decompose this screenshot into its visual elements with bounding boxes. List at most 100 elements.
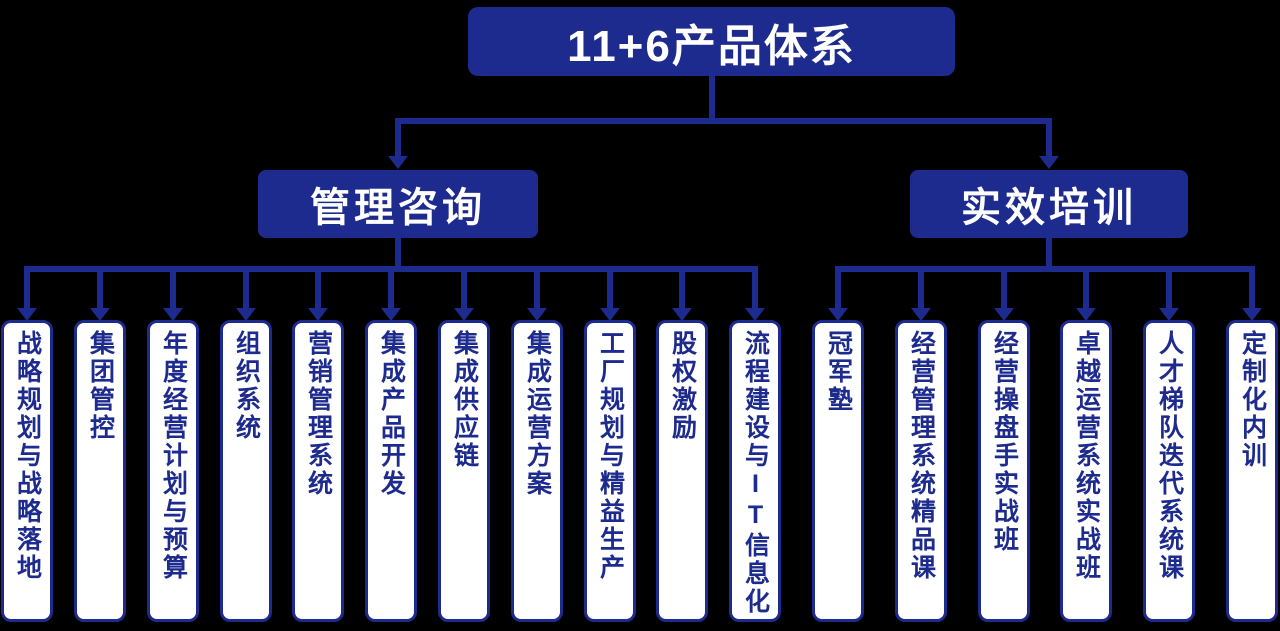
arrow-leaf bbox=[1242, 308, 1262, 321]
arrow-leaf bbox=[745, 308, 765, 321]
arrow-leaf bbox=[454, 308, 474, 321]
leaf-label: 组织系统 bbox=[232, 330, 261, 442]
branch-label-training: 实效培训 bbox=[961, 186, 1137, 230]
connector-leaf-stem bbox=[1083, 266, 1089, 310]
arrow-leaf bbox=[600, 308, 620, 321]
arrow-leaf bbox=[163, 308, 183, 321]
leaf-col: 冠军塾 bbox=[812, 266, 864, 622]
branch-node-consulting: 管理咨询 bbox=[258, 170, 538, 238]
leaf-box: 经营操盘手实战班 bbox=[978, 320, 1030, 622]
leaf-box: 集成产品开发 bbox=[365, 320, 417, 622]
leaf-col: 组织系统 bbox=[220, 266, 272, 622]
arrow-leaf bbox=[236, 308, 256, 321]
leaf-label: 集成运营方案 bbox=[523, 330, 552, 498]
connector-leaf-stem bbox=[835, 266, 841, 310]
leaf-label: 经营管理系统精品课 bbox=[907, 330, 936, 582]
leaf-label: 人才梯队迭代系统课 bbox=[1155, 330, 1184, 582]
leaf-label: 经营操盘手实战班 bbox=[990, 330, 1019, 554]
leaf-box: 战略规划与战略落地 bbox=[1, 320, 53, 622]
leaf-col: 卓越运营系统实战班 bbox=[1060, 266, 1112, 622]
leaf-col: 经营管理系统精品课 bbox=[895, 266, 947, 622]
leaf-col: 集团管控 bbox=[74, 266, 126, 622]
connector-left-branch-stem bbox=[395, 118, 401, 158]
branch-node-training: 实效培训 bbox=[910, 170, 1188, 238]
leaf-box: 冠军塾 bbox=[812, 320, 864, 622]
leaf-label: 流程建设与IT信息化 bbox=[741, 330, 770, 616]
leaf-box: 组织系统 bbox=[220, 320, 272, 622]
connector-leaf-stem bbox=[24, 266, 30, 310]
leaf-label: 集团管控 bbox=[86, 330, 115, 442]
leaf-label: 集成产品开发 bbox=[377, 330, 406, 498]
connector-leaf-stem bbox=[461, 266, 467, 310]
connector-leaf-stem bbox=[1166, 266, 1172, 310]
leaf-box: 集成供应链 bbox=[438, 320, 490, 622]
leaf-box: 股权激励 bbox=[656, 320, 708, 622]
arrow-leaf bbox=[1076, 308, 1096, 321]
connector-training-stem bbox=[1046, 238, 1052, 272]
arrow-leaf bbox=[17, 308, 37, 321]
leaf-col: 集成供应链 bbox=[438, 266, 490, 622]
arrow-leaf bbox=[381, 308, 401, 321]
leaf-box: 卓越运营系统实战班 bbox=[1060, 320, 1112, 622]
branch-label-consulting: 管理咨询 bbox=[310, 186, 486, 230]
leaf-box: 人才梯队迭代系统课 bbox=[1143, 320, 1195, 622]
arrow-leaf bbox=[527, 308, 547, 321]
leaf-box: 经营管理系统精品课 bbox=[895, 320, 947, 622]
connector-leaf-stem bbox=[607, 266, 613, 310]
leaf-col: 经营操盘手实战班 bbox=[978, 266, 1030, 622]
leaf-label: 定制化内训 bbox=[1238, 330, 1267, 470]
connector-leaf-stem bbox=[752, 266, 758, 310]
leaf-col: 定制化内训 bbox=[1226, 266, 1278, 622]
leaf-label: 战略规划与战略落地 bbox=[13, 330, 42, 582]
arrow-leaf bbox=[90, 308, 110, 321]
connector-leaf-stem bbox=[315, 266, 321, 310]
connector-root-stem bbox=[709, 74, 715, 124]
connector-leaf-stem bbox=[1001, 266, 1007, 310]
leaf-box: 集成运营方案 bbox=[511, 320, 563, 622]
arrow-left-branch bbox=[388, 156, 408, 169]
leaf-col: 年度经营计划与预算 bbox=[147, 266, 199, 622]
connector-leaf-stem bbox=[388, 266, 394, 310]
connector-leaf-stem bbox=[679, 266, 685, 310]
leaf-label: 营销管理系统 bbox=[304, 330, 333, 498]
leaf-box: 年度经营计划与预算 bbox=[147, 320, 199, 622]
connector-leaf-stem bbox=[1249, 266, 1255, 310]
leaf-col: 人才梯队迭代系统课 bbox=[1143, 266, 1195, 622]
leaf-label: 卓越运营系统实战班 bbox=[1072, 330, 1101, 582]
leaf-label: 股权激励 bbox=[668, 330, 697, 442]
connector-leaf-stem bbox=[918, 266, 924, 310]
connector-leaf-stem bbox=[534, 266, 540, 310]
connector-consulting-stem bbox=[395, 238, 401, 272]
leaf-box: 流程建设与IT信息化 bbox=[729, 320, 781, 622]
connector-leaf-stem bbox=[97, 266, 103, 310]
connector-training-hline bbox=[835, 266, 1255, 272]
leaf-col: 集成产品开发 bbox=[365, 266, 417, 622]
arrow-leaf bbox=[672, 308, 692, 321]
leaf-label: 集成供应链 bbox=[450, 330, 479, 470]
root-node: 11+6产品体系 bbox=[468, 7, 955, 76]
arrow-leaf bbox=[828, 308, 848, 321]
leaf-col: 营销管理系统 bbox=[292, 266, 344, 622]
connector-leaf-stem bbox=[170, 266, 176, 310]
arrow-leaf bbox=[911, 308, 931, 321]
leaf-label: 工厂规划与精益生产 bbox=[596, 330, 625, 582]
leaf-col: 流程建设与IT信息化 bbox=[729, 266, 781, 622]
root-title: 11+6产品体系 bbox=[567, 21, 856, 71]
connector-root-hline bbox=[395, 118, 1052, 124]
leaf-box: 集团管控 bbox=[74, 320, 126, 622]
leaf-box: 工厂规划与精益生产 bbox=[584, 320, 636, 622]
arrow-right-branch bbox=[1039, 156, 1059, 169]
leaf-col: 战略规划与战略落地 bbox=[1, 266, 53, 622]
leaf-col: 集成运营方案 bbox=[511, 266, 563, 622]
leaf-box: 营销管理系统 bbox=[292, 320, 344, 622]
leaf-col: 股权激励 bbox=[656, 266, 708, 622]
leaf-col: 工厂规划与精益生产 bbox=[584, 266, 636, 622]
leaf-label: 年度经营计划与预算 bbox=[159, 330, 188, 582]
arrow-leaf bbox=[994, 308, 1014, 321]
connector-leaf-stem bbox=[243, 266, 249, 310]
connector-right-branch-stem bbox=[1046, 118, 1052, 158]
leaf-box: 定制化内训 bbox=[1226, 320, 1278, 622]
leaf-label: 冠军塾 bbox=[824, 330, 853, 414]
arrow-leaf bbox=[308, 308, 328, 321]
